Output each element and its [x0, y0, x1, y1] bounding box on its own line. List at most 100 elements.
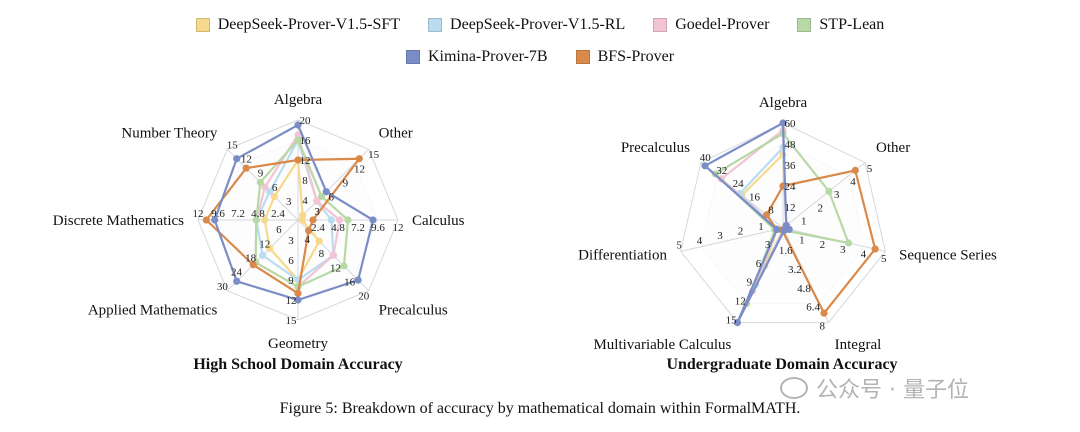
tick-label: 24 — [733, 178, 745, 190]
tick-label: 3 — [314, 206, 320, 218]
tick-label: 3 — [288, 235, 294, 247]
data-point — [256, 178, 264, 186]
tick-label: 36 — [785, 160, 797, 172]
tick-label: 4.8 — [797, 283, 811, 295]
axis-label: Sequence Series — [899, 247, 997, 263]
data-point — [773, 225, 781, 234]
legend-item-kimina: Kimina-Prover-7B — [405, 48, 548, 66]
tick-label: 4 — [861, 249, 867, 261]
data-point — [294, 289, 302, 297]
tick-label: 4 — [697, 235, 703, 247]
tick-label: 2 — [820, 239, 826, 251]
tick-label: 24 — [785, 181, 797, 193]
data-point — [294, 131, 302, 139]
data-point — [309, 216, 317, 224]
tick-label: 6 — [276, 224, 282, 236]
data-point — [369, 216, 377, 224]
tick-label: 16 — [749, 191, 761, 203]
tick-label: 8 — [302, 175, 308, 187]
tick-label: 6.4 — [806, 302, 820, 314]
axis-spoke — [680, 227, 784, 252]
legend-swatch — [405, 50, 420, 64]
data-point — [266, 244, 274, 252]
data-point — [294, 121, 302, 129]
tick-label: 12 — [259, 238, 270, 250]
legend-label: Goedel-Prover — [675, 16, 770, 33]
tick-label: 6 — [288, 255, 294, 267]
data-point — [701, 162, 709, 170]
tick-label: 9 — [747, 277, 753, 289]
tick-label: 4.8 — [331, 222, 345, 234]
legend-item-bfs: BFS-Prover — [575, 48, 675, 66]
data-point — [779, 119, 787, 127]
tick-label: 15 — [368, 149, 380, 161]
data-point — [355, 155, 363, 163]
axis-label: Precalculus — [621, 140, 690, 156]
tick-label: 5 — [676, 240, 682, 252]
watermark: 公众号 · 量子位 — [780, 372, 969, 404]
tick-label: 1 — [758, 221, 764, 233]
data-point — [322, 188, 330, 196]
data-point — [317, 192, 326, 201]
axis-label: Geometry — [268, 336, 328, 352]
axis-label: Differentiation — [578, 247, 667, 263]
axis-label: Other — [876, 140, 910, 156]
tick-label: 6 — [756, 258, 762, 270]
chart-title-undergraduate: Undergraduate Domain Accuracy — [666, 356, 898, 373]
tick-label: 60 — [785, 118, 797, 130]
data-point — [298, 216, 306, 224]
tick-label: 1.6 — [779, 245, 793, 257]
legend-item-stp: STP-Lean — [797, 16, 884, 34]
tick-label: 6 — [328, 192, 334, 204]
data-point — [780, 226, 788, 234]
tick-label: 1 — [799, 234, 805, 246]
data-point — [233, 277, 241, 285]
legend-row-2: Kimina-Prover-7B BFS-Prover — [0, 48, 1080, 66]
axis-label: Algebra — [274, 92, 323, 108]
tick-label: 16 — [300, 135, 312, 147]
tick-label: 15 — [227, 139, 239, 151]
data-point — [327, 216, 335, 224]
tick-label: 16 — [344, 277, 356, 289]
axis-label: Discrete Mathematics — [53, 213, 184, 229]
data-point — [211, 216, 219, 224]
data-point — [820, 309, 828, 317]
data-point — [242, 164, 250, 172]
tick-label: 6 — [272, 182, 278, 194]
tick-label: 2.4 — [271, 208, 285, 220]
axis-spoke — [782, 162, 866, 229]
data-point — [261, 183, 269, 191]
tick-label: 8 — [768, 204, 774, 216]
tick-label: 15 — [726, 315, 738, 327]
tick-label: 2.4 — [311, 222, 325, 234]
axis-label: Applied Mathematics — [88, 303, 218, 319]
axis-label: Other — [379, 125, 413, 141]
legend-swatch — [575, 50, 590, 64]
tick-label: 5 — [867, 163, 873, 175]
axis-label: Precalculus — [379, 303, 448, 319]
data-point — [249, 261, 257, 269]
legend-item-goedel: Goedel-Prover — [653, 16, 769, 34]
tick-label: 9 — [343, 178, 349, 190]
legend-swatch — [195, 18, 210, 32]
data-point — [851, 166, 859, 174]
tick-label: 3 — [834, 189, 840, 201]
tick-label: 7.2 — [231, 208, 245, 220]
data-point — [354, 276, 362, 284]
data-point — [762, 211, 771, 219]
tick-label: 20 — [358, 291, 370, 303]
tick-label: 3 — [765, 239, 771, 251]
tick-label: 12 — [286, 295, 297, 307]
legend-swatch — [653, 18, 668, 32]
legend-item-deepseek-sft: DeepSeek-Prover-V1.5-SFT — [195, 16, 400, 34]
data-point — [844, 239, 853, 247]
axis-label: Number Theory — [121, 125, 217, 141]
tick-label: 20 — [300, 115, 312, 127]
figure-caption: Figure 5: Breakdown of accuracy by mathe… — [279, 400, 801, 417]
legend-label: BFS-Prover — [597, 48, 675, 65]
data-point — [266, 188, 274, 196]
tick-label: 4 — [302, 195, 308, 207]
axis-label: Multivariable Calculus — [593, 337, 731, 353]
tick-label: 18 — [245, 252, 257, 264]
tick-label: 12 — [241, 153, 252, 165]
